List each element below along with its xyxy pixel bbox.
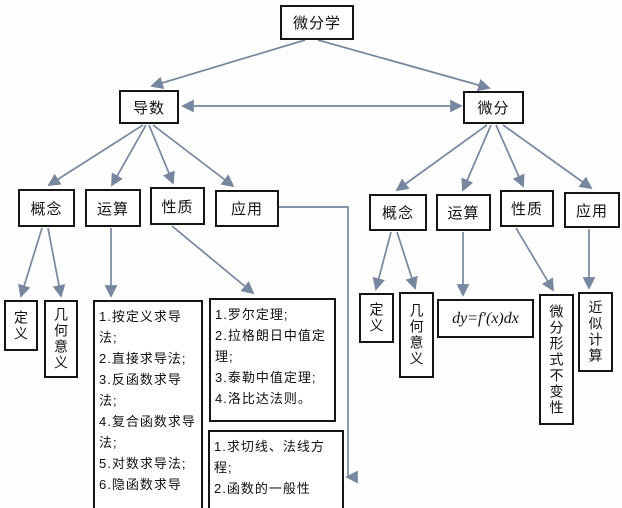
node-differential-form-invariance: 微分形式不变性 — [539, 294, 574, 425]
node-differential-property: 性质 — [500, 190, 554, 227]
node-derivative: 导数 — [119, 90, 179, 124]
node-differential-concept: 概念 — [369, 194, 427, 231]
node-derivative-definition: 定义 — [4, 300, 38, 351]
node-derivative-operation: 运算 — [85, 189, 141, 227]
node-differential-geometric-meaning: 几何意义 — [399, 292, 434, 378]
node-derivative-application: 应用 — [215, 190, 279, 227]
node-derivative-concept: 概念 — [18, 189, 75, 227]
node-derivative-property: 性质 — [150, 187, 205, 225]
node-approximate-calculation: 近似计算 — [578, 292, 613, 372]
node-differential-definition: 定义 — [359, 293, 394, 343]
list-derivative-applications: 1.求切线、法线方程; 2.函数的一般性 — [208, 430, 344, 508]
node-differential-operation: 运算 — [436, 194, 491, 231]
node-derivative-geometric-meaning: 几何意义 — [44, 300, 78, 378]
node-differential-formula: dy=f′(x)dx — [437, 299, 534, 338]
node-differential-application: 应用 — [564, 192, 620, 228]
node-differential: 微分 — [463, 91, 524, 124]
list-derivative-property-theorems: 1.罗尔定理; 2.拉格朗日中值定理; 3.泰勒中值定理; 4.洛比达法则。 — [209, 298, 336, 422]
node-differential-calculus: 微分学 — [280, 5, 354, 40]
list-derivative-operation-methods: 1.按定义求导法; 2.直接求导法; 3.反函数求导法; 4.复合函数求导法; … — [93, 300, 203, 508]
